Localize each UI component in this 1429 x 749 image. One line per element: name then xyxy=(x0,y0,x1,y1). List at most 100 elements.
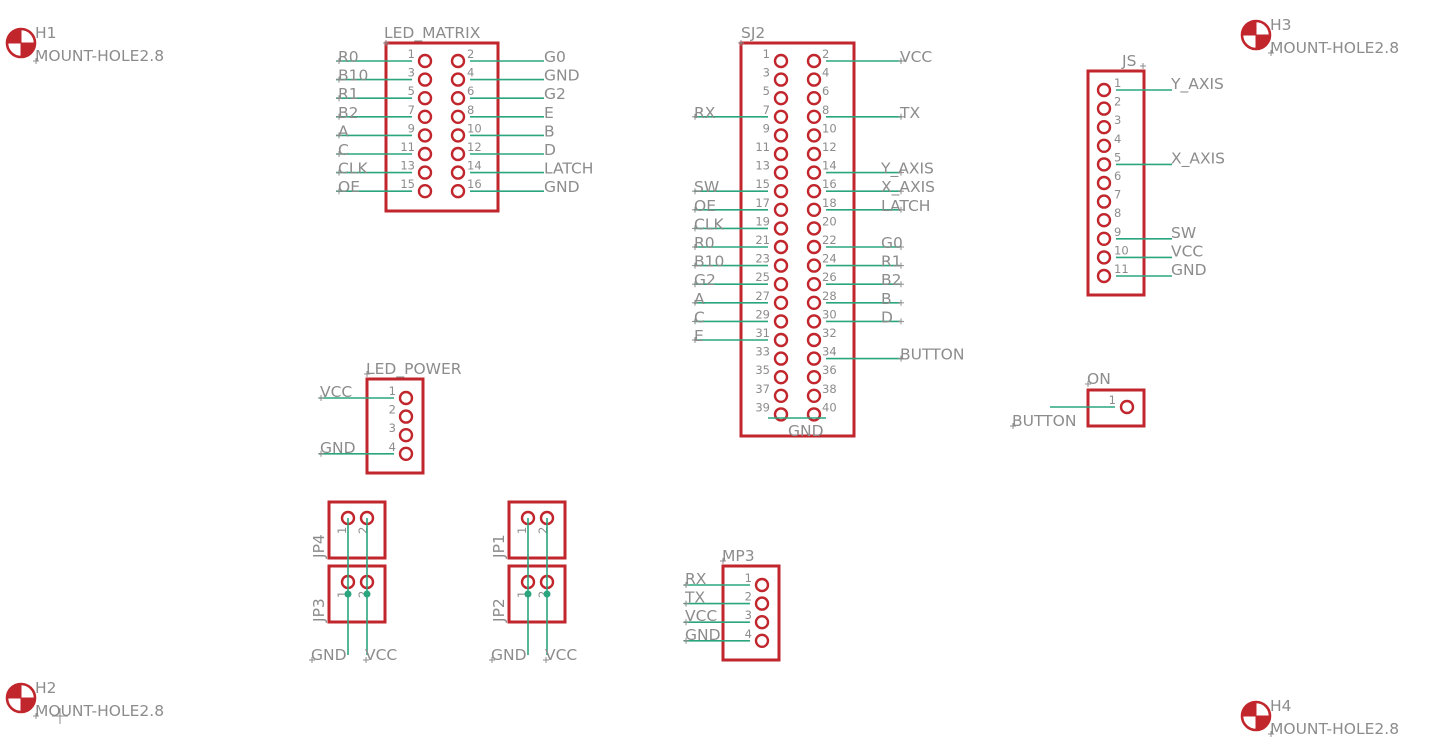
pin-number: 11 xyxy=(755,140,770,154)
pin-pad xyxy=(417,72,433,87)
pin-number: 40 xyxy=(822,400,837,414)
pin-pad xyxy=(773,165,789,180)
pin-number: 19 xyxy=(755,214,770,228)
pin-pad xyxy=(417,146,433,162)
net-label: CLK xyxy=(338,160,368,178)
net-label: B xyxy=(544,122,555,140)
net-label: OE xyxy=(694,197,716,215)
pin-number: 11 xyxy=(400,140,415,154)
pin-number: 2 xyxy=(536,527,550,534)
pin-number: 1 xyxy=(335,591,349,598)
pin-number: 3 xyxy=(389,421,396,435)
pin-number: 8 xyxy=(467,103,474,117)
pin-number: 1 xyxy=(763,47,770,61)
net-label: RX xyxy=(694,104,716,122)
net-label: A xyxy=(694,290,705,308)
net-label: VCC xyxy=(685,607,717,625)
pin-pad xyxy=(773,407,789,422)
pin-pad xyxy=(773,109,789,125)
net-label: C xyxy=(338,141,349,159)
net-label: X_AXIS xyxy=(881,178,935,197)
pin-pad xyxy=(398,409,414,424)
pin-number: 5 xyxy=(763,84,770,98)
part-name: LED_MATRIX xyxy=(384,24,481,43)
net-label: GND xyxy=(311,646,347,664)
pin-number: 15 xyxy=(755,177,770,191)
pin-number: 1 xyxy=(745,571,752,585)
pin-pad xyxy=(773,90,789,106)
pin-number: 1 xyxy=(515,591,529,598)
pin-pad xyxy=(773,258,789,273)
pin-pad xyxy=(806,407,822,422)
hole-ref-label: H4 xyxy=(1270,697,1292,715)
pin-number: 9 xyxy=(763,121,770,135)
pin-pad xyxy=(773,128,789,143)
pin-pad xyxy=(754,615,770,630)
pin-number: 39 xyxy=(755,400,770,414)
pin-pad xyxy=(450,109,466,125)
net-label: D xyxy=(544,141,556,159)
pin-number: 7 xyxy=(1114,188,1121,202)
pin-pad xyxy=(1119,399,1135,415)
net-label: B2 xyxy=(881,271,902,289)
mounting-holes: H1MOUNT-HOLE2.8H2MOUNT-HOLE2.8H3MOUNT-HO… xyxy=(5,16,1399,738)
pin-number: 37 xyxy=(755,382,770,396)
net-label: G2 xyxy=(544,85,566,103)
connector-body xyxy=(384,41,500,213)
net-label: D xyxy=(881,308,893,326)
pin-pad xyxy=(1096,119,1112,135)
pin-number: 16 xyxy=(467,177,482,191)
net-label: B10 xyxy=(694,253,724,271)
pin-number: 25 xyxy=(755,270,770,284)
pin-number: 4 xyxy=(1114,132,1121,146)
pin-pad xyxy=(773,277,789,292)
pin-number: 15 xyxy=(400,177,415,191)
net-label: GND xyxy=(544,67,580,85)
connector-body xyxy=(1086,69,1146,297)
pin-number: 26 xyxy=(822,270,837,284)
pin-pad xyxy=(806,295,822,310)
pin-number: 10 xyxy=(1114,243,1129,257)
pin-pad xyxy=(806,109,822,125)
net-label: TX xyxy=(899,104,920,122)
pin-number: 30 xyxy=(822,307,837,321)
pin-pad xyxy=(806,202,822,218)
pin-pad xyxy=(1096,194,1112,209)
jumper-body xyxy=(507,564,567,624)
hole-value-label: MOUNT-HOLE2.8 xyxy=(1270,720,1399,738)
connector-body xyxy=(1086,388,1146,428)
pin-pad xyxy=(417,128,433,143)
pin-pad xyxy=(806,165,822,180)
pin-number: 32 xyxy=(822,326,837,340)
pin-number: 36 xyxy=(822,363,837,377)
hole-value-label: MOUNT-HOLE2.8 xyxy=(35,47,164,65)
pin-pad xyxy=(1096,101,1112,116)
pin-pad xyxy=(773,370,789,385)
pin-pad xyxy=(398,446,414,461)
pin-pad xyxy=(806,314,822,329)
jumper-name: JP3 xyxy=(310,598,328,623)
pin-number: 9 xyxy=(1114,225,1121,239)
pin-number: 2 xyxy=(822,47,829,61)
jumper-body xyxy=(327,500,387,560)
net-label: Y_AXIS xyxy=(880,160,934,179)
pin-number: 29 xyxy=(755,307,770,321)
hole-quadrant xyxy=(1256,716,1270,730)
pin-number: 23 xyxy=(755,252,770,266)
pin-number: 2 xyxy=(1114,95,1121,109)
pin-pad xyxy=(773,388,789,403)
pin-number: 13 xyxy=(755,159,770,173)
pin-pad xyxy=(773,72,789,87)
pin-number: 18 xyxy=(822,196,837,210)
pin-number: 1 xyxy=(1109,393,1116,407)
pin-pad xyxy=(773,239,789,255)
pin-number: 8 xyxy=(822,103,829,117)
pin-pad xyxy=(1096,250,1112,265)
pin-pad xyxy=(754,596,770,611)
hole-quadrant xyxy=(7,29,21,43)
pin-pad xyxy=(773,146,789,162)
jumper-body xyxy=(507,500,567,560)
pin-pad xyxy=(806,239,822,255)
